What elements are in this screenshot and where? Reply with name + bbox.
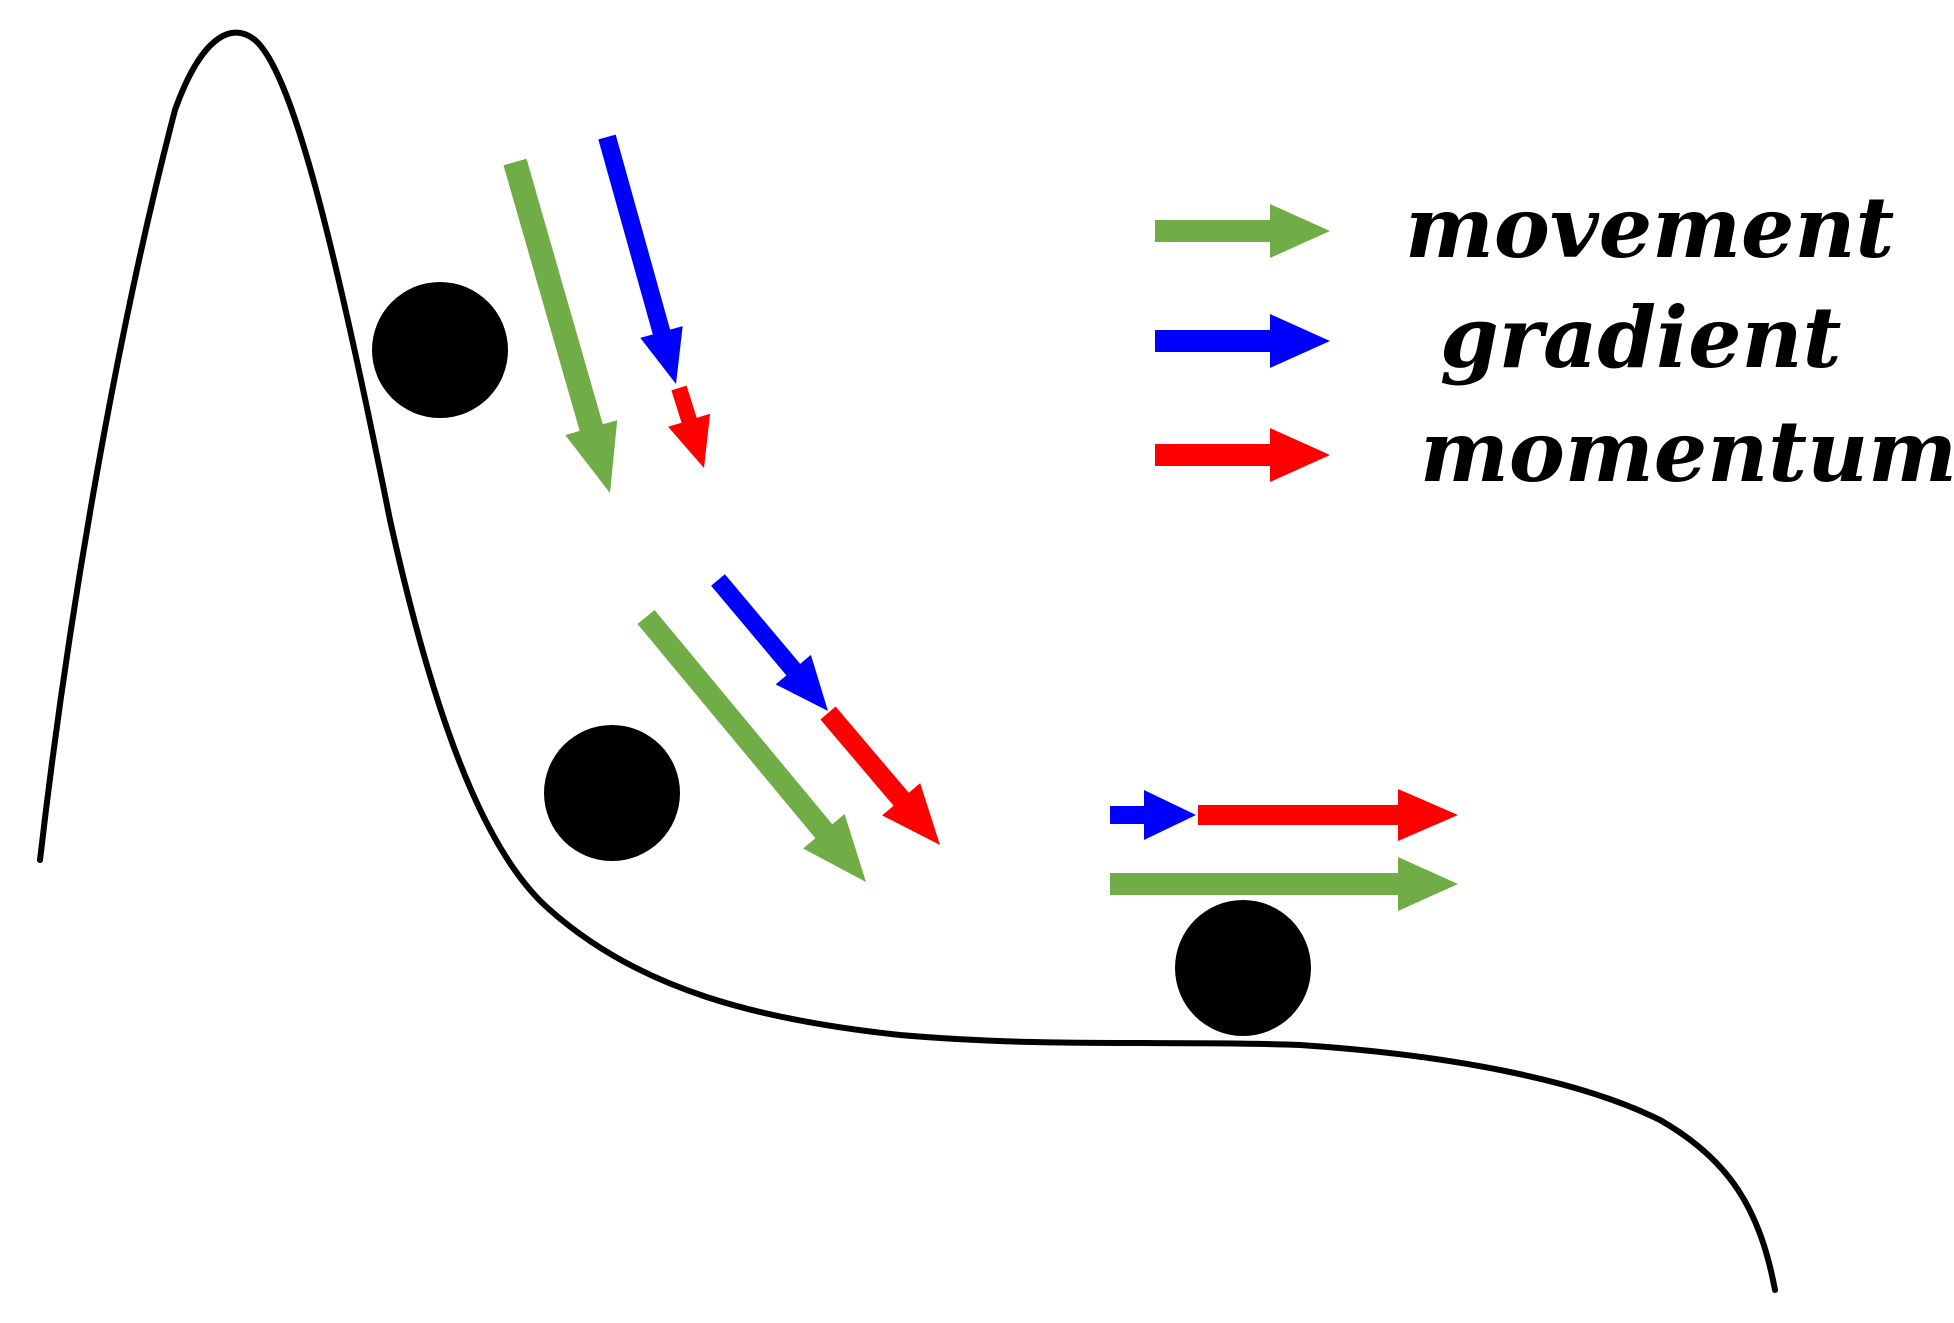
arrow-group-middle [637, 574, 940, 882]
movement-arrow-top [503, 158, 618, 493]
legend: movement gradient momentum [1155, 178, 1954, 501]
momentum-arrow-middle [820, 706, 940, 845]
movement-arrow-middle [637, 610, 866, 882]
gradient-arrow-top [598, 134, 683, 384]
gradient-arrow-middle [711, 574, 828, 711]
gradient-arrow-bottom [1110, 790, 1196, 840]
momentum-arrow-top [668, 385, 711, 468]
legend-momentum-arrow [1155, 428, 1330, 482]
legend-movement-label: movement [1405, 178, 1894, 277]
legend-movement-arrow [1155, 204, 1330, 258]
legend-gradient-arrow [1155, 314, 1330, 368]
arrow-group-top [503, 134, 711, 493]
ball-top [372, 282, 508, 418]
momentum-arrow-bottom [1198, 789, 1458, 841]
legend-momentum-label: momentum [1420, 402, 1954, 501]
movement-arrow-bottom [1110, 857, 1458, 911]
ball-middle [544, 725, 680, 861]
ball-bottom [1175, 900, 1311, 1036]
legend-gradient-label: gradient [1440, 288, 1841, 387]
arrow-group-bottom [1110, 789, 1458, 911]
loss-curve [37, 29, 1778, 1293]
